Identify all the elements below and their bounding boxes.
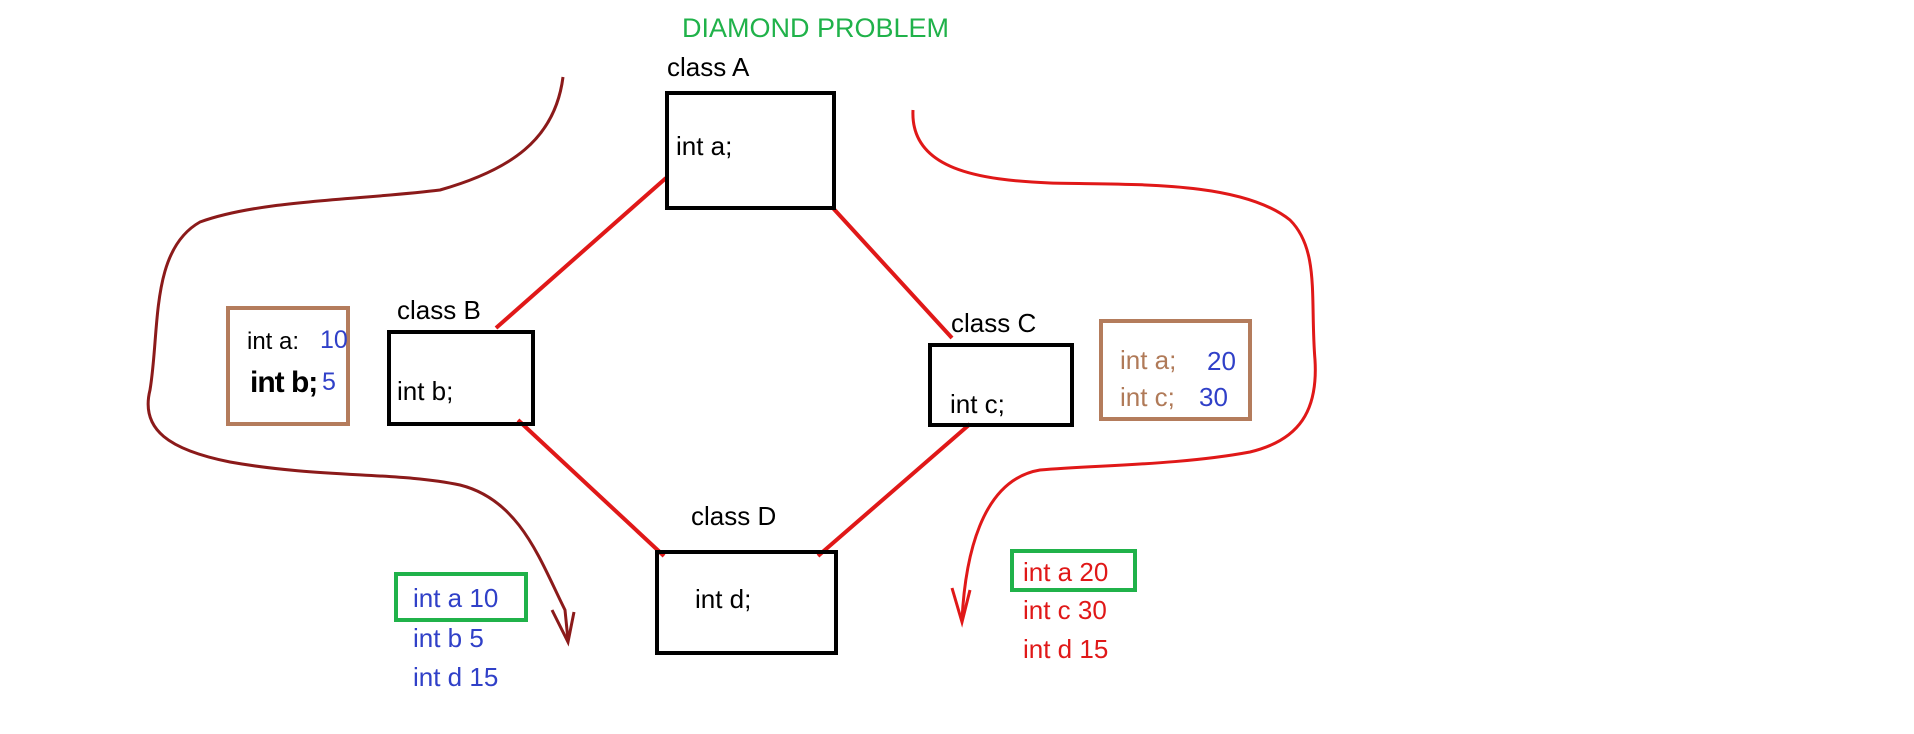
left-b-label: int b; (250, 366, 318, 399)
class-a-member: int a; (676, 131, 733, 161)
edge-c-d (816, 422, 972, 558)
class-d-member: int d; (695, 584, 752, 614)
right-value-box: int a; 20 int c; 30 (1099, 319, 1252, 421)
left-value-box: int a: 10 int b; 5 (226, 306, 350, 426)
class-b-member: int b; (397, 376, 454, 406)
right-result-highlight (1010, 549, 1137, 592)
left-result-highlight (394, 572, 528, 622)
left-arrow-head (550, 609, 576, 647)
right-result-line-2: int c 30 (1023, 595, 1107, 625)
diagram-title: DIAMOND PROBLEM (682, 13, 950, 43)
right-result-line-3: int d 15 (1023, 634, 1109, 664)
right-a-value: 20 (1207, 346, 1236, 376)
class-b-label: class B (397, 295, 481, 325)
right-arrow-head (950, 587, 972, 628)
class-a-label: class A (667, 52, 750, 82)
right-inheritance-path (911, 109, 1317, 621)
right-a-label: int a; (1120, 345, 1177, 375)
left-a-value: 10 (320, 326, 348, 354)
class-a-box: int a; (665, 91, 836, 210)
right-c-value: 30 (1199, 382, 1228, 412)
class-d-label: class D (691, 501, 777, 531)
left-result-line-3: int d 15 (413, 662, 499, 692)
class-c-box: int c; (928, 343, 1074, 427)
right-c-label: int c; (1120, 382, 1175, 412)
class-b-box: int b; (387, 330, 535, 426)
class-d-box: int d; (655, 550, 838, 655)
edge-a-c (830, 205, 954, 340)
class-c-member: int c; (950, 389, 1005, 419)
class-c-label: class C (951, 308, 1037, 338)
left-b-value: 5 (322, 368, 336, 396)
right-result-line-1: int a 20 (1023, 557, 1109, 587)
edge-b-d (516, 418, 666, 558)
left-inheritance-path (146, 76, 570, 641)
edge-a-b (494, 176, 668, 330)
left-result-line-1: int a 10 (413, 583, 499, 613)
left-a-label: int a: (247, 328, 300, 355)
left-result-line-2: int b 5 (413, 623, 484, 653)
